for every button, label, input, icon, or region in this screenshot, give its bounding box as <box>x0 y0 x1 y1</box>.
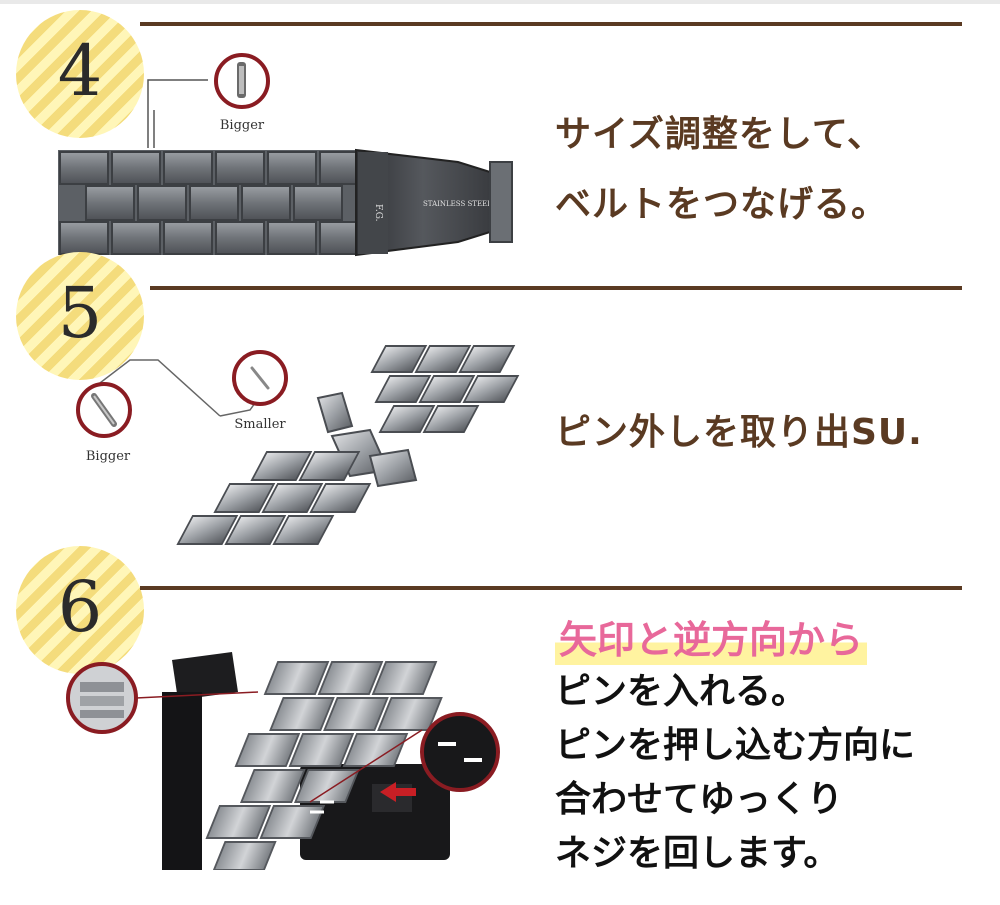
step-5-rule <box>150 286 962 290</box>
step-6-instructions: 矢印と逆方向から ピンを入れる。 ピンを押し込む方向に 合わせてゆっくり ネジを… <box>555 615 915 881</box>
top-divider <box>0 0 1000 4</box>
step-6-number: 6 <box>57 566 103 648</box>
step-5-band-image: Bigger Smaller <box>70 338 532 558</box>
step-6-tool-image <box>62 652 524 870</box>
pin-insert-callout <box>420 712 500 792</box>
step-5-line-1: ピン外しを取り出SU. <box>555 412 923 453</box>
step-4-number: 4 <box>57 30 103 112</box>
step-4-line-2: ベルトをつなげる。 <box>555 184 889 225</box>
step-4-band-image: F.G. STAINLESS STEEL Bigger <box>58 52 513 257</box>
step-6-line-3: 合わせてゆっくり <box>555 779 844 820</box>
step-6-line-1: ピンを入れる。 <box>555 671 808 712</box>
step-6-rule <box>140 586 962 590</box>
step-5-heading: ピン外しを取り出SU. <box>555 398 923 468</box>
clasp-steel-mark: STAINLESS STEEL <box>423 200 492 208</box>
step-4-rule <box>140 22 962 26</box>
step-5-number: 5 <box>57 272 103 354</box>
direction-arrow-icon <box>380 782 416 802</box>
bigger-label: Bigger <box>220 118 265 133</box>
step-6-badge: 6 <box>16 546 144 674</box>
step-5-badge: 5 <box>16 252 144 380</box>
step-6-line-2: ピンを押し込む方向に <box>555 725 916 766</box>
bigger-label: Bigger <box>86 449 131 464</box>
step-6-highlight: 矢印と逆方向から <box>555 615 868 665</box>
smaller-label: Smaller <box>234 417 286 432</box>
step-4-heading: サイズ調整をして、 ベルトをつなげる。 <box>555 100 888 240</box>
step-4-line-1: サイズ調整をして、 <box>555 114 885 155</box>
step-4-badge: 4 <box>16 10 144 138</box>
clasp-brand-mark: F.G. <box>373 204 383 222</box>
step-6-line-4: ネジを回します。 <box>555 833 840 874</box>
